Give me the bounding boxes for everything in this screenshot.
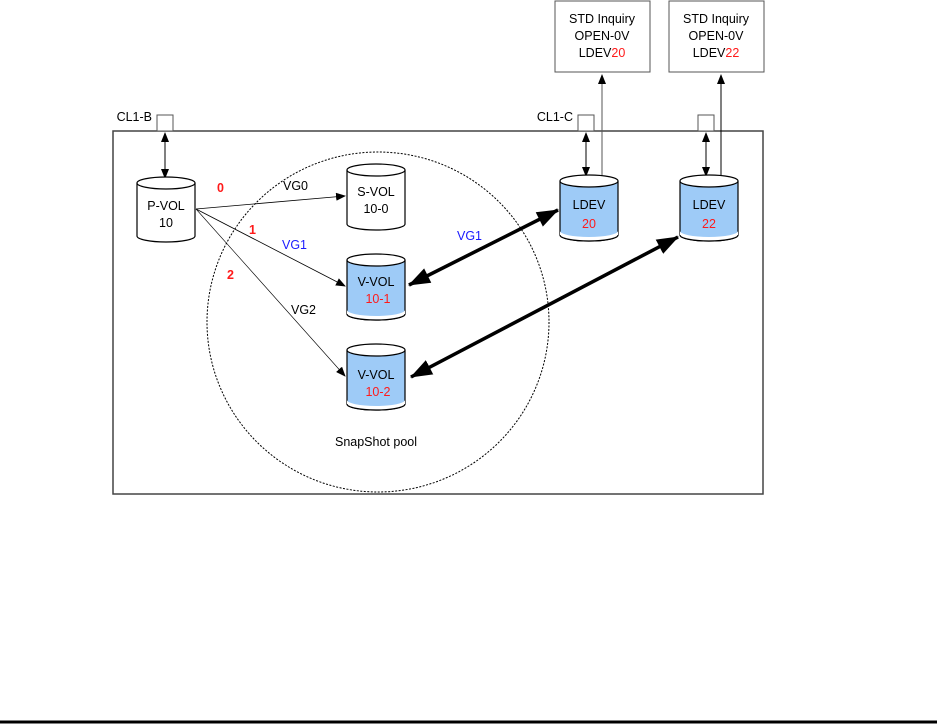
group-label-vg1: VG1: [282, 238, 307, 252]
inquiry-box-ldev22: STD Inquiry OPEN-0V LDEV22: [668, 0, 765, 73]
mapping-vvol2-ldev22: [410, 235, 679, 379]
svg-text:S-VOL: S-VOL: [357, 185, 395, 199]
generation-number-0: 0: [217, 181, 224, 195]
svg-text:20: 20: [582, 217, 596, 231]
inquiry-ldev-prefix: LDEV: [693, 46, 726, 60]
link-pvol-vvol1: [195, 208, 346, 287]
svg-text:OPEN-0V: OPEN-0V: [575, 29, 631, 43]
storage-frame: [112, 130, 764, 495]
volume-pvol[interactable]: P-VOL 10: [136, 176, 196, 243]
svg-text:V-VOL: V-VOL: [358, 275, 395, 289]
svg-text:10-0: 10-0: [363, 202, 388, 216]
volume-svol[interactable]: S-VOL 10-0: [346, 163, 406, 231]
volume-ldev20[interactable]: LDEV 20: [559, 174, 619, 242]
group-label-vg2: VG2: [291, 303, 316, 317]
svg-text:CL1-B: CL1-B: [117, 110, 152, 124]
generation-number-1: 1: [249, 223, 256, 237]
svg-text:10-2: 10-2: [365, 385, 390, 399]
svg-text:OPEN-0V: OPEN-0V: [689, 29, 745, 43]
svg-text:22: 22: [702, 217, 716, 231]
link-pvol-svol: [195, 192, 346, 210]
inquiry-ldev-number: 20: [611, 46, 625, 60]
svg-text:LDEV22: LDEV22: [693, 46, 740, 60]
inquiry-box-ldev20: STD Inquiry OPEN-0V LDEV20: [554, 0, 651, 73]
svg-text:CL1-C: CL1-C: [537, 110, 573, 124]
svg-text:STD Inquiry: STD Inquiry: [683, 12, 750, 26]
port-cl1-b[interactable]: CL1-B: [117, 110, 174, 132]
svg-text:LDEV: LDEV: [573, 198, 606, 212]
inquiry-ldev-number: 22: [725, 46, 739, 60]
mapping-label-vg1: VG1: [457, 229, 482, 243]
port-cl1-c[interactable]: CL1-C: [537, 110, 595, 132]
svg-text:LDEV: LDEV: [693, 198, 726, 212]
svg-text:10-1: 10-1: [365, 292, 390, 306]
group-label-vg0: VG0: [283, 179, 308, 193]
svg-text:STD Inquiry: STD Inquiry: [569, 12, 636, 26]
mapping-vvol1-ldev20: [408, 208, 559, 287]
svg-text:LDEV20: LDEV20: [579, 46, 626, 60]
svg-text:V-VOL: V-VOL: [358, 368, 395, 382]
link-pvol-vvol2: [195, 208, 346, 377]
svg-text:10: 10: [159, 216, 173, 230]
generation-number-2: 2: [227, 268, 234, 282]
inquiry-ldev-prefix: LDEV: [579, 46, 612, 60]
port-ldev22[interactable]: [697, 114, 715, 132]
volume-vvol-10-1[interactable]: V-VOL 10-1: [346, 253, 406, 321]
snapshot-pool-label: SnapShot pool: [335, 435, 417, 449]
volume-ldev22[interactable]: LDEV 22: [679, 174, 739, 242]
volume-vvol-10-2[interactable]: V-VOL 10-2: [346, 343, 406, 411]
svg-text:P-VOL: P-VOL: [147, 199, 185, 213]
